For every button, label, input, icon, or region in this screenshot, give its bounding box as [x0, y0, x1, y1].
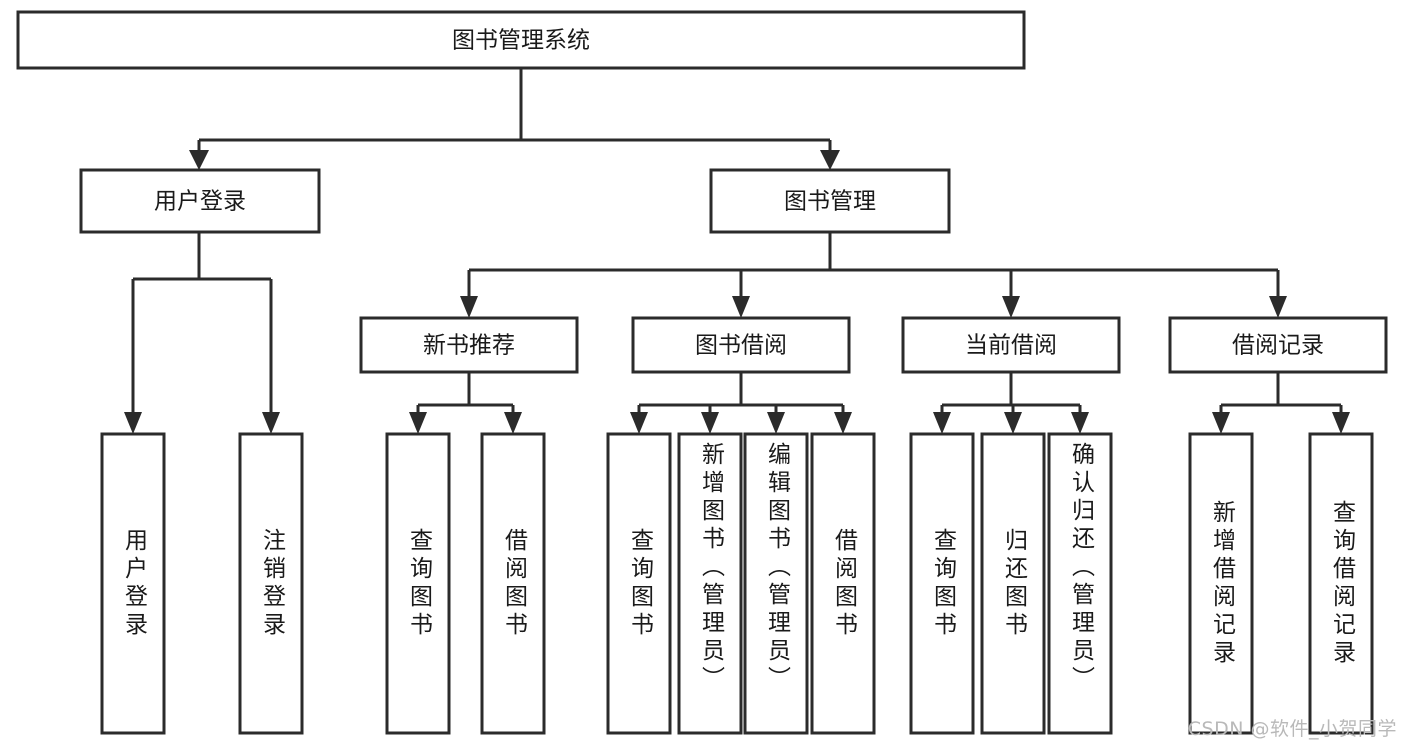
node-current-borrow-rect[interactable]	[901, 316, 1121, 374]
node-user-login[interactable]: 用户登录	[79, 168, 321, 234]
node-leaf-add-borrow-record-rect[interactable]	[1188, 432, 1254, 735]
node-current-borrow-label: 当前借阅	[965, 333, 1057, 359]
node-new-book-recommend-rect[interactable]	[359, 316, 579, 374]
arrow-head-leaf-query-borrow-record	[1332, 412, 1350, 434]
connector-layer	[124, 68, 1350, 434]
node-book-management-rect[interactable]	[709, 168, 951, 234]
node-leaf-borrow-book-1-rect[interactable]	[480, 432, 546, 735]
arrow-head-leaf-edit-book-admin	[767, 412, 785, 434]
arrow-head-new-book-recommend	[460, 296, 478, 318]
csdn-watermark: CSDN @软件_小贺同学	[1187, 718, 1397, 740]
arrow-head-leaf-query-book-2	[630, 412, 648, 434]
node-book-borrow-label: 图书借阅	[695, 333, 787, 359]
node-book-borrow-rect[interactable]	[631, 316, 851, 374]
node-leaf-borrow-book-2-rect[interactable]	[810, 432, 876, 735]
node-leaf-user-login-rect[interactable]	[100, 432, 166, 735]
node-book-management-label: 图书管理	[784, 189, 876, 215]
arrow-head-leaf-confirm-return-admin	[1071, 412, 1089, 434]
node-leaf-confirm-return-admin-rect[interactable]	[1047, 432, 1113, 735]
arrow-head-leaf-borrow-book-1	[504, 412, 522, 434]
node-borrow-record-rect[interactable]	[1168, 316, 1388, 374]
node-leaf-edit-book-admin-rect[interactable]	[743, 432, 809, 735]
arrow-head-borrow-record	[1269, 296, 1287, 318]
arrow-head-leaf-add-borrow-record	[1212, 412, 1230, 434]
arrow-head-book-management	[820, 150, 840, 170]
arrow-head-current-borrow	[1002, 296, 1020, 318]
arrow-head-user-login	[189, 150, 209, 170]
arrow-head-leaf-return-book	[1004, 412, 1022, 434]
node-new-book-recommend-label: 新书推荐	[423, 333, 515, 359]
arrow-head-leaf-user-login	[124, 412, 142, 434]
node-root-label: 图书管理系统	[452, 28, 590, 54]
node-leaf-user-logout-rect[interactable]	[238, 432, 304, 735]
node-leaf-return-book-rect[interactable]	[980, 432, 1046, 735]
node-leaf-add-book-admin-rect[interactable]	[677, 432, 743, 735]
node-leaf-query-borrow-record-rect[interactable]	[1308, 432, 1374, 735]
node-new-book-recommend[interactable]: 新书推荐	[359, 316, 579, 374]
arrow-head-book-borrow	[732, 296, 750, 318]
node-leaf-query-book-1-rect[interactable]	[385, 432, 451, 735]
arrow-head-leaf-query-book-3	[933, 412, 951, 434]
node-book-borrow[interactable]: 图书借阅	[631, 316, 851, 374]
node-layer: 图书管理系统 用户登录 图书管理 新书推荐 图书借阅 当前	[16, 10, 1388, 735]
arrow-head-leaf-borrow-book-2	[834, 412, 852, 434]
node-borrow-record-label: 借阅记录	[1232, 333, 1324, 359]
node-user-login-label: 用户登录	[154, 189, 246, 215]
node-root-rect[interactable]	[16, 10, 1026, 70]
node-borrow-record[interactable]: 借阅记录	[1168, 316, 1388, 374]
node-root[interactable]: 图书管理系统	[16, 10, 1026, 70]
arrow-head-leaf-user-logout	[262, 412, 280, 434]
arrow-head-leaf-query-book-1	[409, 412, 427, 434]
arrow-head-leaf-add-book-admin	[701, 412, 719, 434]
node-user-login-rect[interactable]	[79, 168, 321, 234]
node-leaf-query-book-3-rect[interactable]	[909, 432, 975, 735]
node-leaf-query-book-2-rect[interactable]	[606, 432, 672, 735]
node-current-borrow[interactable]: 当前借阅	[901, 316, 1121, 374]
node-book-management[interactable]: 图书管理	[709, 168, 951, 234]
